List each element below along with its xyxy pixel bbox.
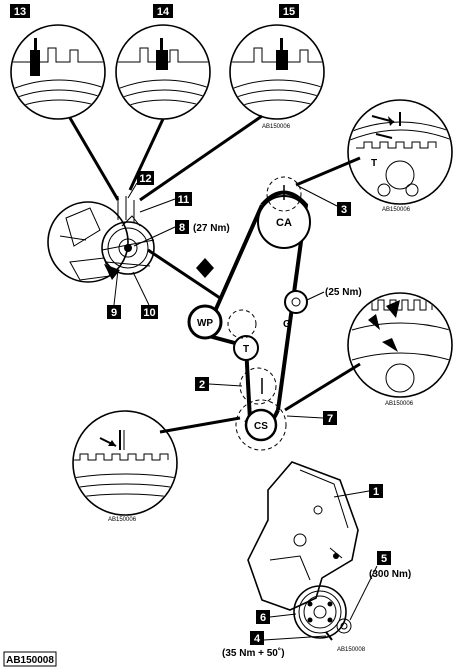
label-tensioner: T bbox=[243, 344, 249, 355]
svg-text:6: 6 bbox=[260, 612, 266, 624]
svg-text:8: 8 bbox=[179, 222, 185, 234]
svg-text:5: 5 bbox=[381, 553, 387, 565]
svg-text:14: 14 bbox=[157, 6, 170, 18]
leader-pump-detail bbox=[147, 248, 221, 300]
detail-view-camshaft-mark: T bbox=[347, 99, 453, 205]
torque-label-8: (27 Nm) bbox=[193, 223, 230, 234]
ref-code-bottom: AB150008 bbox=[337, 647, 366, 653]
detail-view-14 bbox=[115, 24, 211, 120]
callout-10: 10 bbox=[132, 271, 158, 319]
leader-14 bbox=[128, 118, 165, 191]
label-idler-g: G bbox=[283, 319, 291, 330]
detail-view-15 bbox=[229, 24, 325, 120]
svg-text:AB150008: AB150008 bbox=[6, 655, 54, 666]
leader-13 bbox=[68, 117, 120, 201]
svg-text:7: 7 bbox=[327, 413, 333, 425]
ref-code-right-top: AB150006 bbox=[382, 207, 411, 213]
callout-9: 9 bbox=[107, 269, 121, 319]
ref-code-right-mid: AB150006 bbox=[385, 401, 414, 407]
callout-7: 7 bbox=[286, 411, 337, 425]
label-crankshaft: CS bbox=[254, 421, 268, 432]
callout-4: 4 bbox=[250, 631, 327, 645]
svg-text:4: 4 bbox=[254, 633, 261, 645]
callout-3: 3 bbox=[297, 185, 351, 216]
svg-text:12: 12 bbox=[139, 173, 151, 185]
callout-1: 1 bbox=[333, 484, 383, 498]
detail-view-13 bbox=[10, 24, 106, 120]
callout-13: 13 bbox=[10, 4, 30, 18]
leader-crank-detail-right bbox=[284, 362, 361, 412]
ref-code-left-mid: AB150006 bbox=[108, 517, 137, 523]
callout-12: 12 bbox=[127, 171, 154, 199]
detail-view-crank-tooth bbox=[72, 410, 178, 516]
belt-routing: CA WP T G CS bbox=[187, 176, 311, 451]
torque-label-5: (300 Nm) bbox=[369, 569, 411, 580]
callout-5: 5 bbox=[349, 551, 391, 621]
callout-8: 8 bbox=[133, 220, 189, 247]
callout-2: 2 bbox=[195, 377, 243, 391]
svg-text:9: 9 bbox=[111, 307, 117, 319]
label-t-small: T bbox=[371, 158, 377, 169]
leader-15 bbox=[139, 114, 263, 202]
svg-text:1: 1 bbox=[373, 486, 379, 498]
svg-text:13: 13 bbox=[14, 6, 26, 18]
label-water-pump: WP bbox=[197, 318, 213, 329]
svg-text:15: 15 bbox=[283, 6, 295, 18]
timing-cover-assembly bbox=[247, 461, 359, 641]
svg-text:10: 10 bbox=[143, 307, 155, 319]
svg-text:11: 11 bbox=[178, 194, 190, 206]
label-camshaft: CA bbox=[276, 217, 292, 229]
callout-6: 6 bbox=[256, 610, 297, 624]
figure-id-badge: AB150008 bbox=[3, 651, 57, 667]
leader-crank-detail-left bbox=[159, 416, 241, 434]
detail-view-crankshaft-mark bbox=[347, 292, 453, 398]
torque-label-g: (25 Nm) bbox=[325, 287, 362, 298]
warning-triangle-icon bbox=[196, 258, 214, 278]
torque-label-4: (35 Nm + 50˚) bbox=[222, 647, 285, 659]
pump-sprocket-detail bbox=[47, 196, 155, 283]
svg-text:3: 3 bbox=[341, 204, 347, 216]
ref-code-top: AB150006 bbox=[262, 124, 291, 130]
leader-cam-detail bbox=[295, 156, 361, 187]
svg-text:2: 2 bbox=[199, 379, 205, 391]
callout-11: 11 bbox=[139, 192, 192, 213]
callout-15: 15 bbox=[279, 4, 299, 18]
callout-14: 14 bbox=[153, 4, 173, 18]
